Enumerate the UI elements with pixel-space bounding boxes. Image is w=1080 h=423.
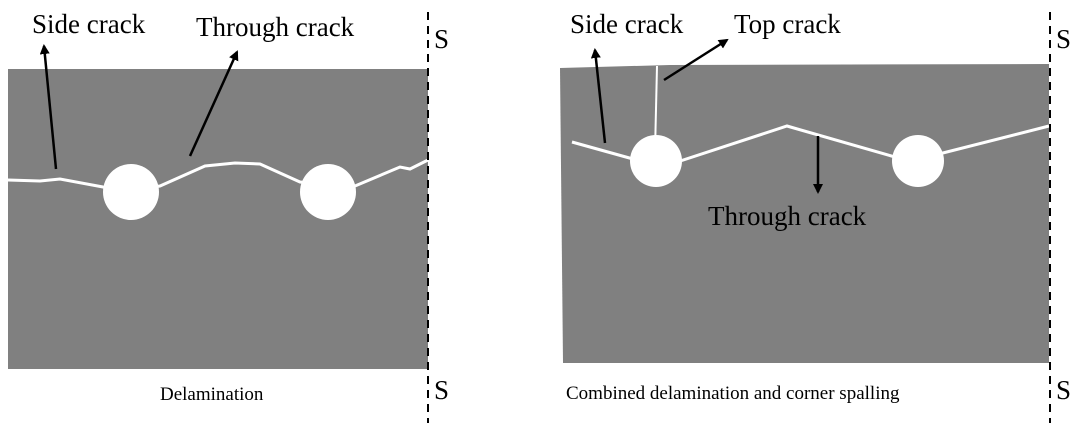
through-crack-label: Through crack: [708, 201, 867, 231]
through-crack-line: [7, 158, 429, 192]
side-crack-label: Side crack: [32, 9, 146, 39]
delamination-panel: Side crack Through crack S S Delaminatio…: [7, 9, 449, 423]
rebar-circle: [892, 135, 944, 187]
side-crack-label: Side crack: [570, 9, 684, 39]
rebar-circle: [630, 135, 682, 187]
concrete-section: [8, 69, 428, 369]
section-label-top: S: [434, 24, 449, 54]
rebar-circle: [103, 164, 159, 220]
section-label-bottom: S: [1056, 375, 1071, 405]
through-crack-label: Through crack: [196, 12, 355, 42]
side-crack-arrow: [590, 48, 607, 144]
section-label-top: S: [1056, 24, 1071, 54]
through-crack-arrow: [188, 50, 239, 157]
top-crack-label: Top crack: [734, 9, 841, 39]
top-crack-arrow: [663, 38, 729, 82]
delamination-diagram: Side crack Through crack S S Delaminatio…: [7, 9, 449, 423]
panel-caption: Combined delamination and corner spallin…: [566, 383, 900, 404]
panel-caption: Delamination: [160, 384, 264, 405]
combined-spalling-panel: Side crack Top crack Through crack S S C…: [540, 0, 1080, 423]
rebar-circle: [300, 164, 356, 220]
side-crack-arrow: [39, 44, 58, 170]
section-label-bottom: S: [434, 375, 449, 405]
combined-spalling-diagram: Side crack Top crack Through crack S S C…: [560, 9, 1071, 423]
